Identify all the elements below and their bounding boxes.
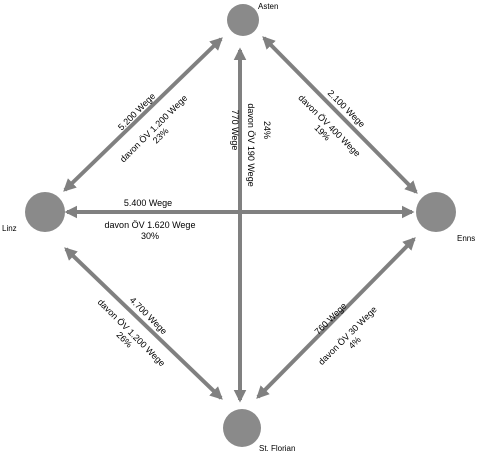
nodes (25, 4, 456, 447)
flow-label-enns-st-florian: 760 Wege davon ÖV 30 Wege 4% (313, 301, 379, 367)
node-enns (416, 192, 456, 232)
pt-enns-st-florian: davon ÖV 30 Wege (316, 304, 379, 367)
arrow-enns-st-florian (256, 237, 416, 399)
pt-linz-st-florian: davon ÖV 1.200 Wege (96, 297, 167, 368)
flow-label-asten-enns: 2.100 Wege davon ÖV 400 Wege 19% (296, 88, 367, 159)
label-linz: Linz (2, 224, 17, 233)
node-linz (25, 192, 65, 232)
flow-label-asten-st-florian: 770 Wege davon ÖV 190 Wege 24% (230, 103, 272, 186)
trips-asten-st-florian: 770 Wege (230, 110, 240, 151)
flow-label-linz-st-florian: 4.700 Wege davon ÖV 1.200 Wege 26% (96, 295, 169, 368)
arrow-linz-st-florian (64, 247, 223, 400)
arrow-linz-asten (63, 37, 223, 192)
arrow-asten-enns (262, 36, 418, 194)
label-st-florian: St. Florian (259, 444, 295, 453)
label-asten: Asten (258, 2, 278, 11)
flow-label-linz-asten: 5.200 Wege davon ÖV 1.200 Wege 23% (116, 91, 189, 164)
share-linz-enns: 30% (141, 231, 159, 241)
flow-arrows (63, 36, 418, 403)
node-st-florian (223, 409, 261, 447)
trips-enns-st-florian: 760 Wege (313, 301, 349, 337)
label-enns: Enns (457, 234, 475, 243)
flow-label-linz-enns: 5.400 Wege davon ÖV 1.620 Wege 30% (105, 198, 196, 241)
node-asten (227, 4, 259, 36)
pt-linz-enns: davon ÖV 1.620 Wege (105, 220, 196, 230)
share-asten-st-florian: 24% (262, 121, 272, 139)
trips-linz-enns: 5.400 Wege (124, 198, 172, 208)
pt-asten-st-florian: davon ÖV 190 Wege (246, 103, 256, 186)
